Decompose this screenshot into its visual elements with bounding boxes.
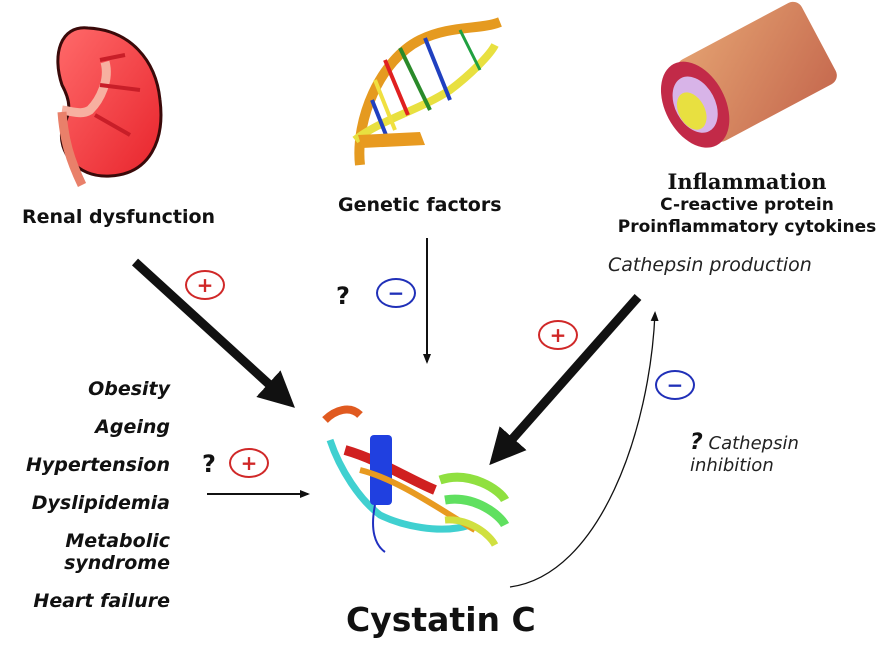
risk-factors-list: Obesity Ageing Hypertension Dyslipidemia… xyxy=(0,378,170,612)
plus-sign-risk: + xyxy=(229,448,269,478)
inflammation-block: Inflammation C-reactive protein Proinfla… xyxy=(612,170,877,238)
risk-factor-ageing: Ageing xyxy=(95,416,170,438)
cathepsin-production-label: Cathepsin production xyxy=(608,254,812,276)
risk-factor-dyslipidemia: Dyslipidemia xyxy=(31,492,170,514)
renal-dysfunction-label: Renal dysfunction xyxy=(22,206,216,228)
inflammation-title: Inflammation xyxy=(667,169,827,194)
arrow-inflammation-to-cystatin xyxy=(489,294,642,466)
artery-icon xyxy=(660,1,837,148)
cathepsin-inhibition-line2: inhibition xyxy=(690,455,774,476)
plus-sign-inflammation: + xyxy=(538,320,578,350)
protein-structure-icon xyxy=(322,405,510,553)
minus-sign-genetic: − xyxy=(376,278,416,308)
cytokines-label: Proinflammatory cytokines xyxy=(617,217,877,237)
risk-factor-hypertension: Hypertension xyxy=(25,454,170,476)
question-mark-risk: ? xyxy=(202,450,216,478)
genetic-factors-label: Genetic factors xyxy=(338,194,502,216)
question-mark-genetic: ? xyxy=(336,282,350,310)
risk-factor-syndrome: syndrome xyxy=(64,552,170,574)
risk-factor-heart-failure: Heart failure xyxy=(33,590,170,612)
arrow-renal-to-cystatin xyxy=(131,258,295,408)
cathepsin-inhibition-block: ? Cathepsin inhibition xyxy=(690,430,799,476)
risk-factor-obesity: Obesity xyxy=(88,378,170,400)
plus-sign-renal: + xyxy=(185,270,225,300)
dna-icon xyxy=(352,17,502,166)
kidney-icon xyxy=(56,26,163,187)
arrow-cystatin-feedback xyxy=(509,311,659,588)
cathepsin-inhibition-line1: Cathepsin xyxy=(708,433,799,454)
c-reactive-protein-label: C-reactive protein xyxy=(660,195,834,215)
cystatin-c-label: Cystatin C xyxy=(346,600,536,639)
question-mark: ? xyxy=(690,430,703,455)
risk-factor-metabolic: Metabolic xyxy=(65,530,170,552)
minus-sign-feedback: − xyxy=(655,370,695,400)
